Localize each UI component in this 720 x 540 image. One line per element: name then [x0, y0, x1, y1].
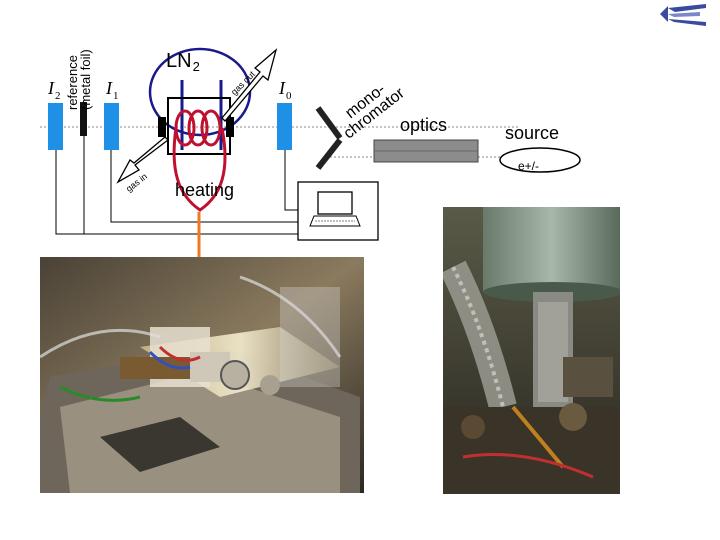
cell-window-left [158, 117, 166, 137]
monochromator-crystal-2 [318, 140, 340, 168]
positron-source [500, 148, 580, 172]
label-ln2: LN2 [166, 50, 200, 73]
sample-cell-photo [40, 257, 364, 493]
detector-i0 [277, 103, 292, 150]
detector-i2 [48, 103, 63, 150]
computer-monitor-icon [310, 192, 360, 226]
label-optics: optics [400, 115, 447, 136]
label-source: source [505, 123, 559, 144]
detector-i1 [104, 103, 119, 150]
label-heating: heating [175, 180, 234, 201]
label-positron: e+/- [518, 159, 539, 173]
photo-sample-cell [40, 257, 364, 493]
label-reference: reference (metal foil) [66, 49, 92, 110]
label-i2: I2 [48, 78, 61, 99]
photo-beamline [443, 207, 620, 494]
label-i1: I1 [106, 78, 119, 99]
beamline-photo [443, 207, 620, 494]
label-i0: I0 [279, 78, 292, 99]
logo-arrow-icon [660, 4, 706, 26]
cell-window-right [226, 117, 234, 137]
gas-out-arrow [222, 50, 276, 121]
